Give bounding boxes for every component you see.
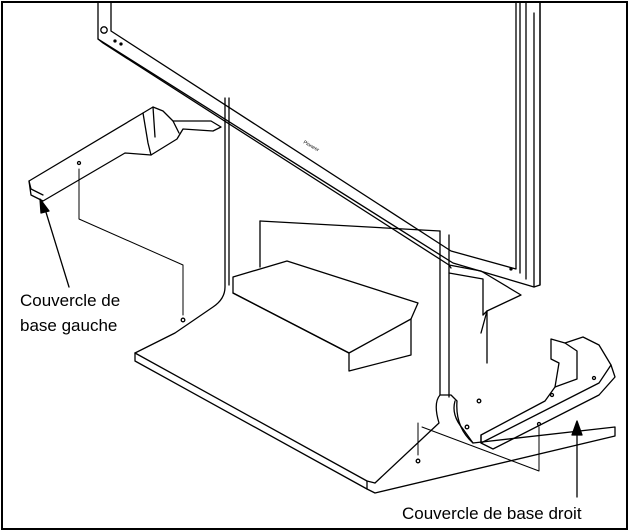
left-cover-label-line1: Couvercle de [20,291,121,310]
right-cover-leader-arrow [571,420,583,498]
stand-post [259,220,522,398]
plasma-display-panel: Pioneer [97,3,541,288]
left-cover-leader-arrow [39,198,70,288]
alignment-lines [78,168,540,472]
stand-tray [232,260,419,372]
left-base-cover [28,106,222,202]
right-base-cover [480,336,616,450]
assembly-drawing: Pioneer [28,3,616,498]
brand-logo: Pioneer [302,140,320,154]
left-cover-label-line2: base gauche [20,316,118,335]
right-cover-label: Couvercle de base droit [402,504,582,523]
stand-base-plate [134,97,616,494]
